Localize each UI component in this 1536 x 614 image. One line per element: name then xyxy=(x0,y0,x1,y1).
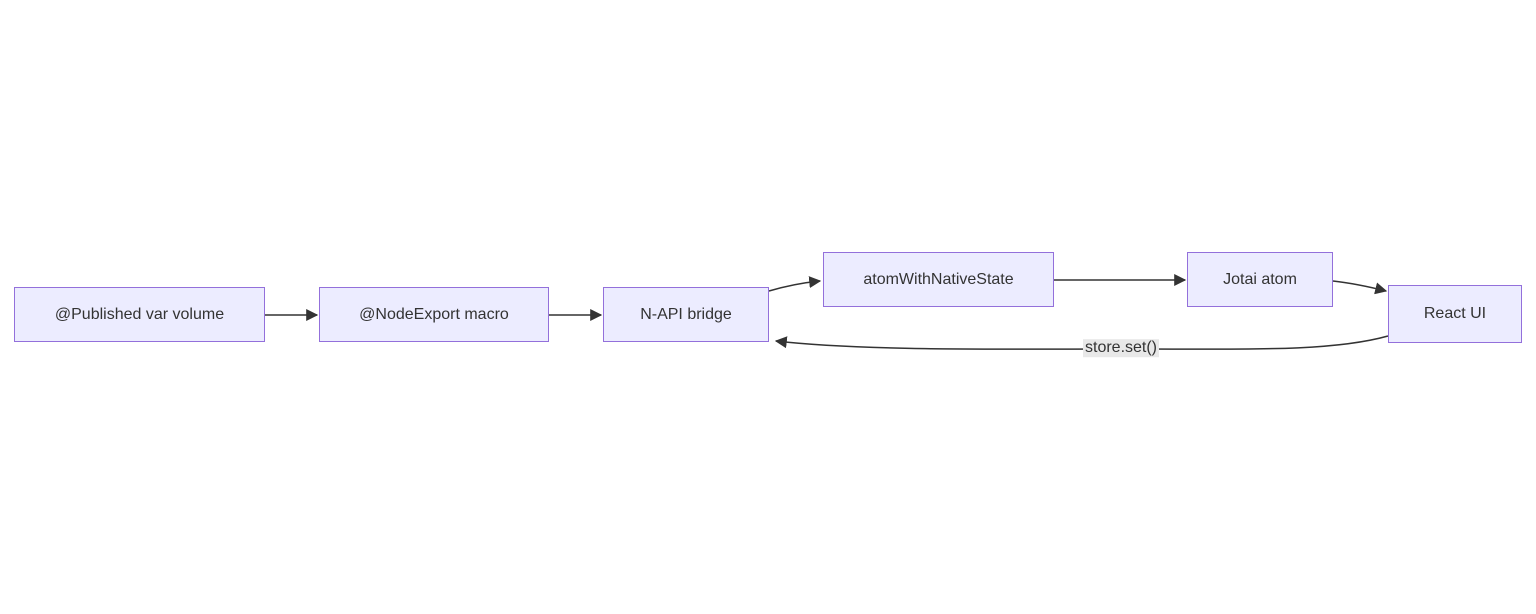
edge-label-store-set: store.set() xyxy=(1082,339,1160,357)
node-label: @NodeExport macro xyxy=(359,305,509,323)
node-label: React UI xyxy=(1423,305,1487,322)
node-jotai-atom: Jotai atom xyxy=(1187,252,1333,307)
node-label: Jotai atom xyxy=(1223,270,1297,288)
node-nodeexport-macro: @NodeExport macro xyxy=(319,287,549,342)
node-label: atomWithNativeState xyxy=(863,270,1014,288)
edge-napi-to-atomwithnativestate xyxy=(768,276,822,292)
node-published-var-volume: @Published var volume xyxy=(14,287,265,342)
node-label: @Published var volume xyxy=(54,305,225,323)
node-label: N-API bridge xyxy=(640,305,732,323)
node-napi-bridge: N-API bridge xyxy=(603,287,769,342)
edge-jotai-to-react xyxy=(1332,280,1388,295)
node-react-ui: React UI xyxy=(1388,285,1522,343)
node-atomwithnativestate: atomWithNativeState xyxy=(823,252,1054,307)
